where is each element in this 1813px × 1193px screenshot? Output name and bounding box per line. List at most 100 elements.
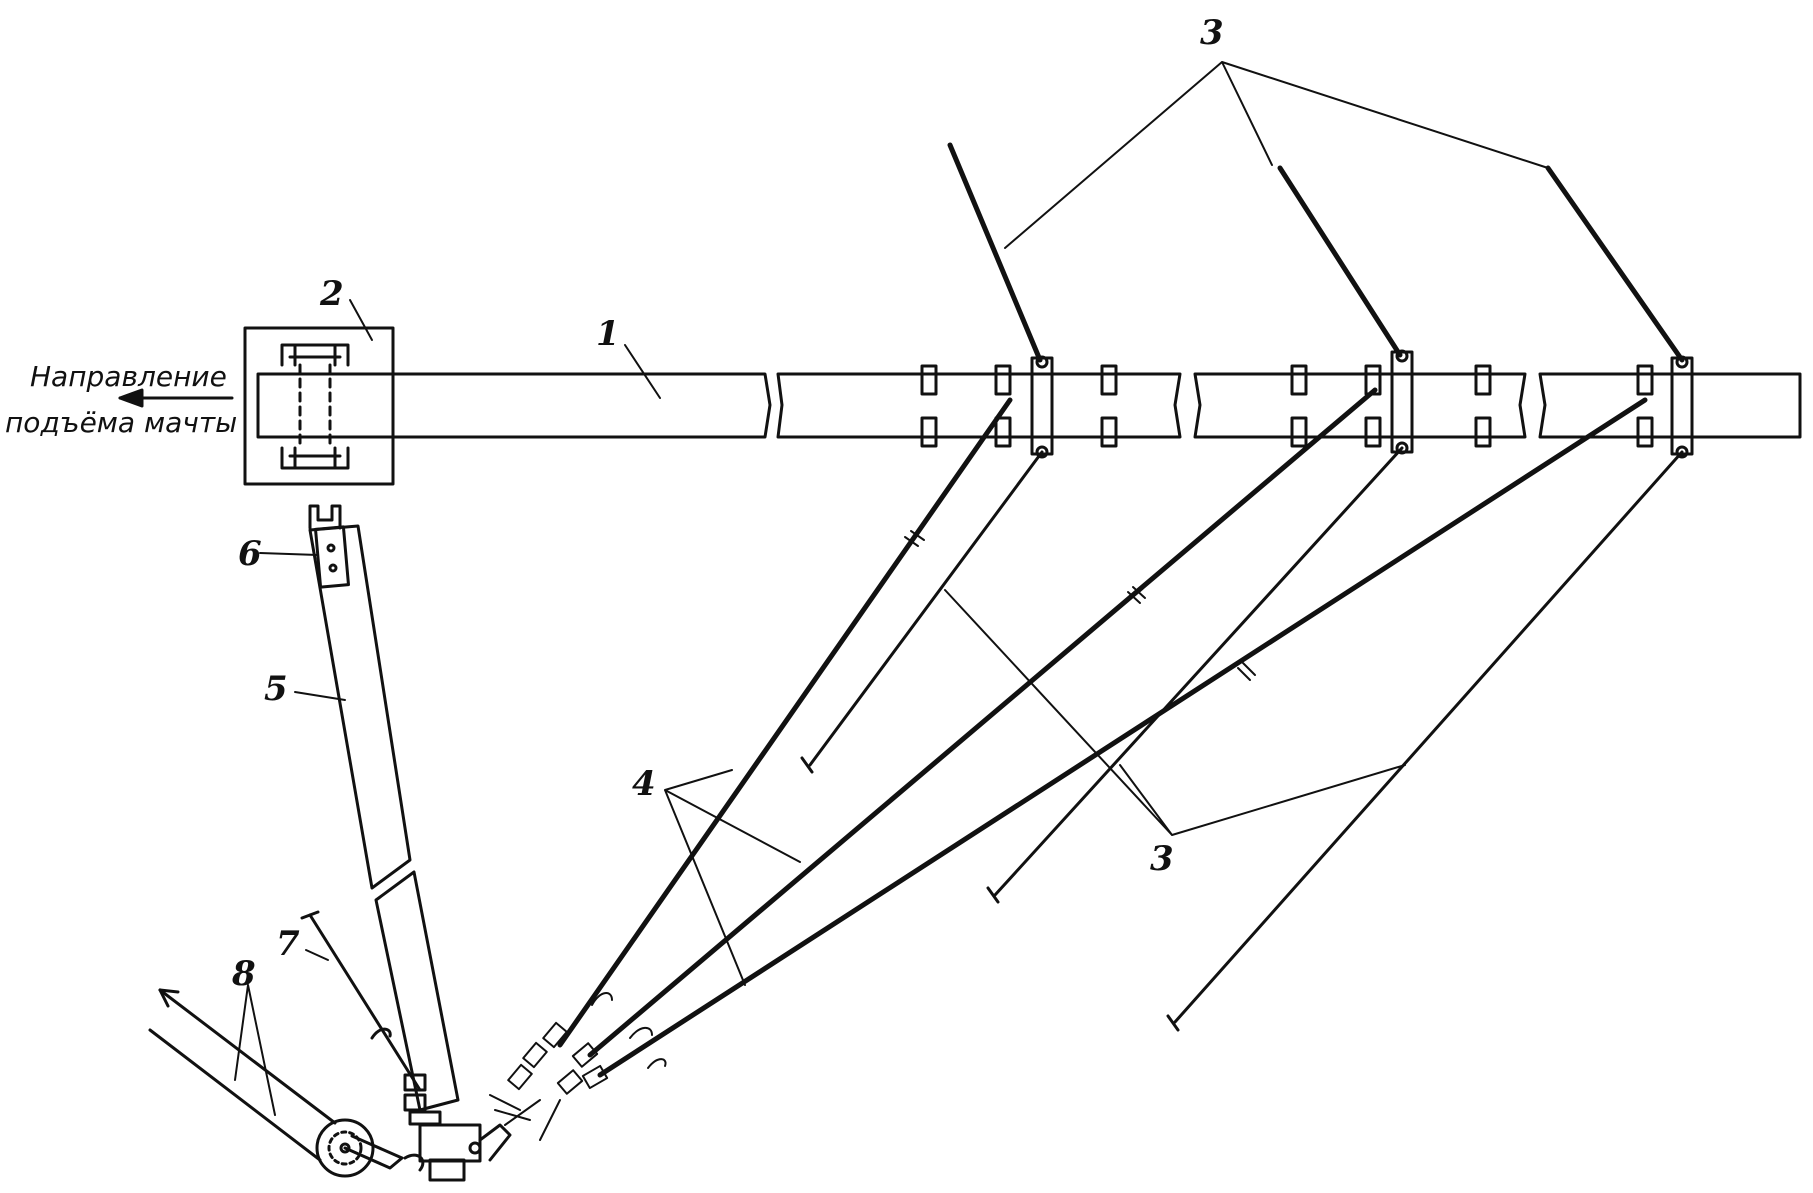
front-guy-2 xyxy=(993,446,1404,897)
front-guy-3-anchor xyxy=(1166,1014,1180,1032)
collar-1-small-e xyxy=(1100,364,1118,396)
label-1: 1 xyxy=(596,314,620,354)
collars xyxy=(920,349,1694,459)
collar-1-small-c xyxy=(994,364,1012,396)
pulley-inner xyxy=(327,1130,363,1166)
base-support xyxy=(243,326,395,486)
collar-3-small-b xyxy=(1636,416,1654,448)
base-guys xyxy=(300,910,422,1092)
collar-3-eye-bottom xyxy=(1675,445,1689,459)
gin-pole-lower xyxy=(374,870,460,1112)
front-guy-2-anchor xyxy=(986,886,1000,904)
pulley-hub xyxy=(339,1142,351,1154)
shoe-link xyxy=(478,1123,512,1162)
front-guy-1-anchor xyxy=(800,756,814,774)
leader-lines xyxy=(234,61,1549,1116)
caption-line-2: подъёма мачты xyxy=(5,406,237,439)
mast-segment-2 xyxy=(776,372,1182,439)
hook-3 xyxy=(647,1058,667,1069)
label-7: 7 xyxy=(276,924,300,964)
base-guy-7-hook xyxy=(300,910,320,920)
leader-6 xyxy=(259,552,319,556)
block-3 xyxy=(507,1063,533,1091)
rope-marks xyxy=(904,530,1256,681)
mast-segment-4 xyxy=(1538,372,1802,439)
fitting-plate xyxy=(314,525,350,589)
back-guy-2 xyxy=(1277,165,1403,358)
collar-1-small-a xyxy=(920,364,938,396)
hook-2 xyxy=(629,1026,653,1039)
upper-clamp xyxy=(280,343,350,367)
head-fitting xyxy=(308,504,350,589)
base-guy-7-hook2 xyxy=(370,1027,392,1040)
gin-pole-upper xyxy=(308,524,412,890)
collar-1-eye-top xyxy=(1035,355,1049,369)
label-3-bottom: 3 xyxy=(1150,839,1174,879)
label-8: 8 xyxy=(231,954,256,994)
base-plate xyxy=(243,326,395,486)
leader-1 xyxy=(624,344,661,399)
lifting-rope-2 xyxy=(587,387,1378,1058)
collar-2-small-d xyxy=(1364,416,1382,448)
winch xyxy=(148,988,425,1178)
collar-1-small-f xyxy=(1100,416,1118,448)
base-guy-7 xyxy=(308,913,422,1092)
collar-1-eye-bottom xyxy=(1035,445,1049,459)
mast-segment-3 xyxy=(1193,372,1527,439)
tackle-lines xyxy=(489,1094,561,1141)
shoe-pin xyxy=(468,1141,482,1155)
collar-2-small-b xyxy=(1290,416,1308,448)
collar-2-small-a xyxy=(1290,364,1308,396)
collar-1-small-b xyxy=(920,416,938,448)
leader-8 xyxy=(234,984,276,1116)
block-1 xyxy=(542,1021,568,1049)
haul-rope-2 xyxy=(148,1028,322,1162)
leader-5 xyxy=(294,691,346,701)
fitting-hole-2 xyxy=(328,563,338,573)
collar-3-ring xyxy=(1670,356,1694,456)
label-2: 2 xyxy=(319,274,344,314)
collar-1-small-d xyxy=(994,416,1012,448)
leader-3-top xyxy=(1004,61,1549,249)
rope-mark-1 xyxy=(904,530,925,547)
label-5: 5 xyxy=(264,669,288,709)
haul-arrow xyxy=(158,988,180,1008)
rope-mark-3 xyxy=(1237,662,1256,681)
block-4 xyxy=(571,1042,599,1068)
fork xyxy=(308,504,342,530)
haul-hook xyxy=(403,1153,425,1172)
label-6: 6 xyxy=(238,534,262,574)
collar-1-ring xyxy=(1030,356,1054,456)
lower-clamp xyxy=(280,446,350,470)
shoe-clamps xyxy=(403,1073,442,1126)
block-5 xyxy=(556,1069,584,1095)
front-guy-1 xyxy=(808,450,1044,767)
caption-line-1: Направление xyxy=(30,360,227,393)
collar-3-small-a xyxy=(1636,364,1654,396)
front-guy-3 xyxy=(1173,450,1684,1024)
leader-4 xyxy=(664,769,801,986)
front-guys xyxy=(800,446,1684,1032)
lifting-rope-3 xyxy=(597,397,1648,1078)
lifting-ropes xyxy=(557,387,1648,1078)
back-guy-3 xyxy=(1545,165,1685,363)
fitting-hole-1 xyxy=(326,543,336,553)
lifting-rope-1 xyxy=(557,397,1013,1048)
hook-1 xyxy=(591,992,613,1006)
tackle-blocks xyxy=(489,992,667,1141)
collar-2-eye-bottom xyxy=(1395,441,1409,455)
block-6 xyxy=(581,1064,609,1090)
collar-2-eye-top xyxy=(1395,349,1409,363)
leader-7 xyxy=(305,949,329,961)
back-guys xyxy=(947,142,1685,363)
haul-rope-1 xyxy=(158,988,337,1125)
direction-arrow-head xyxy=(118,388,144,408)
back-guy-1 xyxy=(947,142,1043,363)
rope-mark-2 xyxy=(1127,586,1146,604)
leader-3-bottom xyxy=(944,589,1406,836)
pulley-arm xyxy=(343,1134,404,1170)
gin-pole xyxy=(308,524,460,1112)
pulley-outer xyxy=(315,1118,375,1178)
leader-2 xyxy=(349,299,373,341)
